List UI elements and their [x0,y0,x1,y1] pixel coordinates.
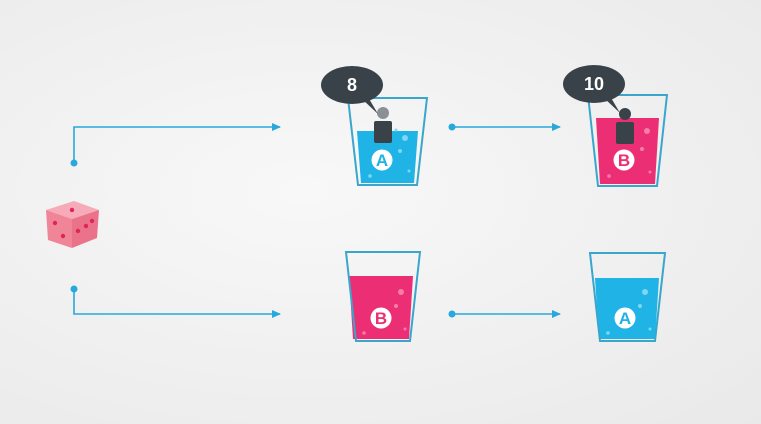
die-pip [83,223,89,229]
bottom-branch-arrow [70,285,281,318]
glass-label: A [619,309,631,328]
die-icon [46,201,99,248]
speech-bubble-value: 8 [347,75,357,95]
glass-label: B [618,151,630,170]
bottom-first-glass: B [344,251,422,342]
glass-label: B [375,309,387,328]
person-icon [374,107,392,143]
die-pip [69,207,75,213]
top-first-glass: A [346,97,429,186]
die-pip [89,218,95,224]
speech-bubble-value: 10 [584,74,604,94]
top-branch-arrow [70,123,281,167]
die-pip [60,233,66,239]
die-pip [52,220,58,226]
die-pip [75,228,81,234]
bottom-transfer-arrow [448,310,561,318]
speech-bubble: 8 [321,66,383,114]
bottom-second-glass: A [588,252,667,342]
top-transfer-arrow [448,123,561,131]
glass-label: A [376,151,388,170]
top-second-glass: B [586,94,669,187]
speech-bubble: 10 [563,65,625,113]
person-icon [616,108,634,144]
